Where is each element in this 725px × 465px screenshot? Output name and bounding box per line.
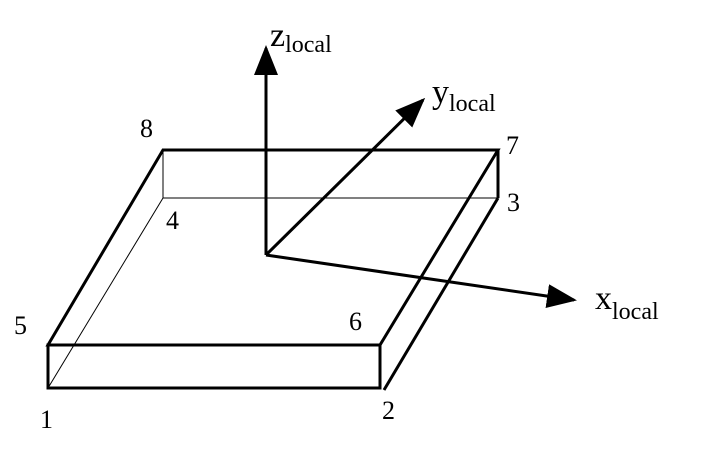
node-label-6: 6 — [349, 307, 362, 336]
edge-3-2 — [382, 197, 500, 391]
axis-labels: zlocal ylocal xlocal — [270, 17, 659, 325]
node-label-2: 2 — [382, 396, 395, 425]
node-label-8: 8 — [140, 114, 153, 143]
y-axis-subscript: local — [449, 91, 496, 117]
x-axis-subscript: local — [612, 299, 659, 325]
node-labels: 1 2 3 4 5 6 7 8 — [14, 114, 520, 434]
y-axis-label: ylocal — [432, 74, 496, 117]
x-axis-label: xlocal — [595, 280, 659, 325]
x-axis-arrow — [265, 253, 577, 308]
node-label-7: 7 — [506, 131, 519, 160]
visible-edges — [45, 148, 501, 391]
z-axis-label: zlocal — [270, 17, 332, 58]
z-axis-subscript: local — [285, 32, 332, 58]
x-axis-letter: x — [595, 280, 612, 317]
hidden-edges — [47, 150, 498, 389]
local-axes — [254, 45, 577, 308]
node-label-5: 5 — [14, 311, 27, 340]
y-axis-letter: y — [432, 74, 449, 111]
node-label-1: 1 — [40, 405, 53, 434]
z-axis-letter: z — [270, 17, 285, 54]
node-label-3: 3 — [507, 188, 520, 217]
node-label-4: 4 — [166, 206, 179, 235]
edge-4-1 — [47, 197, 164, 389]
y-axis-arrow — [264, 97, 426, 257]
front-face — [46, 343, 382, 390]
